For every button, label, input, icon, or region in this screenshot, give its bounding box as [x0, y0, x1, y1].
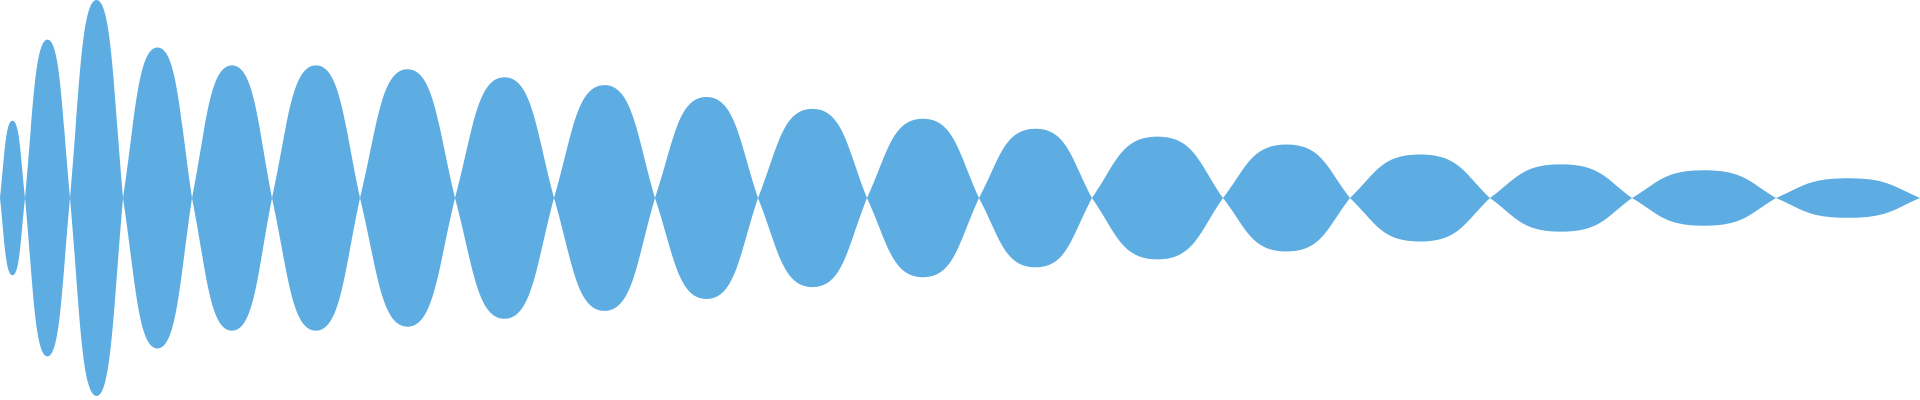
waveform-lobe [272, 65, 360, 331]
waveform-lobe [758, 108, 867, 288]
waveform-lobe [979, 128, 1092, 268]
waveform-lobe [0, 120, 25, 276]
waveform-lobe [25, 39, 70, 357]
waveform-lobe [655, 97, 758, 299]
waveform-lobe [1776, 178, 1920, 218]
waveform-lobe [123, 47, 192, 349]
waveform-lobe [1350, 154, 1490, 242]
waveform-lobe [70, 0, 123, 396]
waveform-lobe [1632, 170, 1776, 226]
waveform-lobe [1490, 164, 1632, 232]
waveform-lobe [455, 77, 554, 319]
waveform-lobe [1223, 144, 1350, 252]
waveform-lobe [360, 69, 455, 327]
waveform-lobe [867, 118, 979, 278]
waveform-lobe [554, 85, 655, 311]
waveform-lobe [192, 65, 272, 331]
waveform-lobe [1092, 136, 1223, 260]
